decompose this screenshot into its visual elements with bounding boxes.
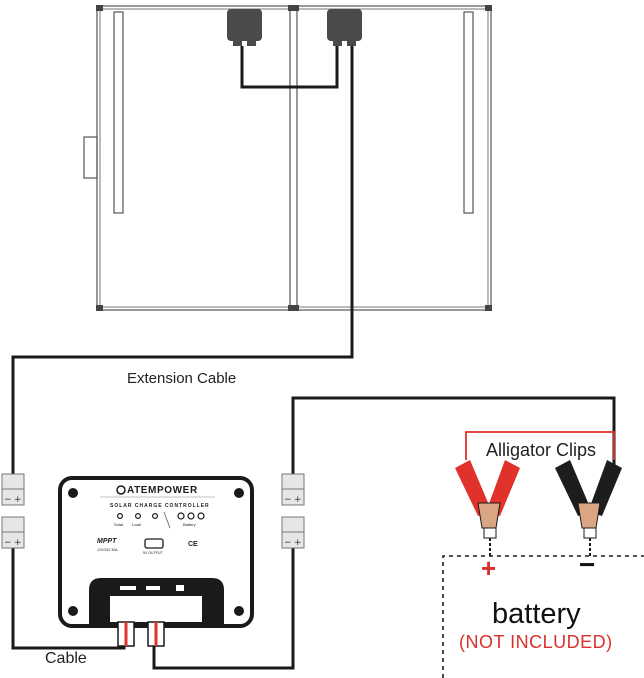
hinge-bracket bbox=[288, 5, 299, 11]
charge-controller-icon bbox=[58, 476, 254, 628]
svg-text:+: + bbox=[14, 538, 22, 548]
panel-handle bbox=[83, 136, 98, 179]
alligator-clips-label: Alligator Clips bbox=[486, 440, 597, 460]
svg-text:−: − bbox=[4, 495, 12, 505]
connector-polarity-left: −+ −+ bbox=[4, 495, 22, 548]
panel-leg-left bbox=[113, 11, 124, 214]
controller-title: SOLAR CHARGE CONTROLLER bbox=[110, 503, 210, 509]
corner-bracket bbox=[96, 5, 103, 11]
not-included-label: (NOT INCLUDED) bbox=[459, 632, 613, 652]
indicator-load-label: Load bbox=[132, 522, 141, 527]
extension-cable-label: Extension Cable bbox=[127, 370, 237, 387]
extension-connector-left bbox=[1, 473, 25, 549]
negative-terminal-label: − bbox=[579, 549, 596, 580]
solar-panel bbox=[83, 5, 492, 311]
controller-brand: ATEMPOWER bbox=[127, 485, 198, 496]
connector-polarity-right: −+ −+ bbox=[284, 495, 302, 548]
panel-frame-inner bbox=[99, 8, 489, 308]
positive-terminal-label: + bbox=[481, 553, 497, 583]
controller-mode: MPPT bbox=[97, 538, 117, 545]
alligator-clip-icon bbox=[555, 460, 622, 556]
cable-label: Cable bbox=[45, 650, 87, 667]
mc4-connector-icon bbox=[227, 9, 262, 46]
svg-text:+: + bbox=[294, 495, 302, 505]
controller-spec: 12V/24V 30A bbox=[97, 548, 118, 552]
battery-label: battery bbox=[492, 598, 581, 630]
indicator-solar-label: Solar bbox=[114, 522, 124, 527]
mc4-connector-icon bbox=[327, 9, 362, 46]
corner-bracket bbox=[485, 5, 492, 11]
panel-leg-right bbox=[463, 11, 474, 214]
controller-output-wires bbox=[117, 621, 165, 647]
corner-bracket bbox=[485, 305, 492, 311]
svg-text:+: + bbox=[294, 538, 302, 548]
svg-text:−: − bbox=[4, 538, 12, 548]
alligator-clip-icon bbox=[455, 460, 520, 556]
panel-frame-outer bbox=[96, 5, 492, 311]
svg-text:−: − bbox=[284, 495, 292, 505]
battery-outline bbox=[442, 555, 644, 678]
usb-output-label: 5V OUTPUT bbox=[143, 551, 163, 555]
corner-bracket bbox=[96, 305, 103, 311]
ce-mark: CE bbox=[188, 541, 198, 548]
svg-text:−: − bbox=[284, 538, 292, 548]
extension-connector-right bbox=[281, 473, 305, 549]
svg-text:+: + bbox=[14, 495, 22, 505]
indicator-battery-label: Battery bbox=[183, 522, 196, 527]
hinge-bracket bbox=[288, 305, 299, 311]
